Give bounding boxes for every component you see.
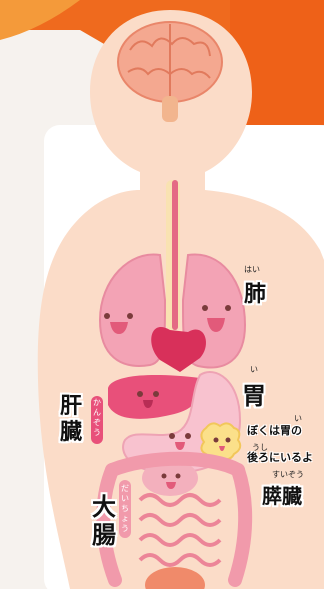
large-intestine-label: 大腸 [92,493,122,549]
stomach-ruby: い [250,364,258,375]
trachea [172,180,178,330]
liver-ruby: かんぞう [93,398,101,438]
lungs-label: 肺 [244,276,266,308]
stomach-label: 胃 [242,376,266,411]
pancreas-label: 膵臓 [262,480,302,509]
note-line1: ぼくは胃の [247,424,302,438]
large-intestine-ruby: だいちょう [121,484,129,534]
note-line1-ruby: い [294,413,302,424]
lungs-ruby: はい [244,264,260,275]
pancreas-ruby: すいぞう [272,469,304,480]
note-line2: 後ろにいるよ [247,451,324,465]
liver-label: 肝臓 [60,394,90,446]
